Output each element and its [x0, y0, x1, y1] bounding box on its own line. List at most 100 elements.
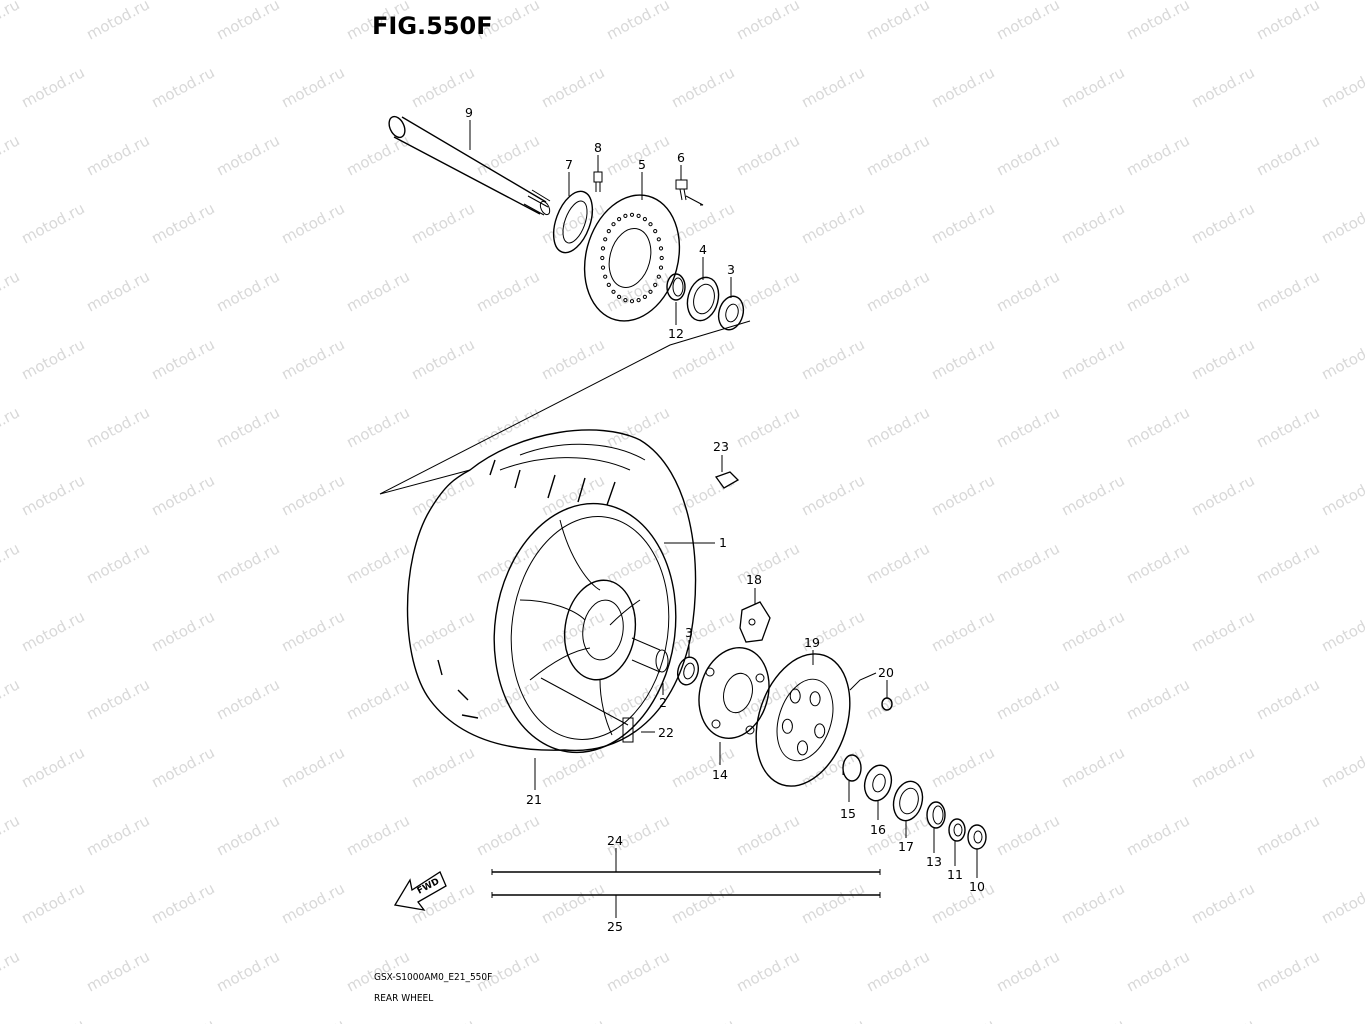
watermark-text: motod.ru	[993, 675, 1062, 723]
watermark-text: motod.ru	[538, 1015, 607, 1024]
disc-hole	[656, 237, 661, 242]
nut-10-part	[967, 824, 987, 850]
watermark-text: motod.ru	[733, 539, 802, 587]
watermark-text: motod.ru	[213, 403, 282, 451]
model-code: GSX-S1000AM0_E21_550F	[374, 972, 493, 983]
watermark-text: motod.ru	[1123, 267, 1192, 315]
disc-hole	[600, 265, 606, 270]
assembly-leader-lines	[379, 195, 877, 691]
disc-hole	[603, 237, 608, 242]
watermark-text: motod.ru	[863, 539, 932, 587]
callout-24: 24	[607, 833, 623, 848]
watermark-text: motod.ru	[83, 267, 152, 315]
watermark-text: motod.ru	[668, 879, 737, 927]
watermark-text: motod.ru	[0, 403, 23, 451]
watermark-text: motod.ru	[343, 131, 412, 179]
watermark-text: motod.ru	[83, 131, 152, 179]
watermark-text: motod.ru	[1058, 607, 1127, 655]
watermark-text: motod.ru	[148, 199, 217, 247]
callout-6: 6	[677, 150, 685, 165]
callout-17: 17	[898, 839, 914, 854]
watermark-text: motod.ru	[473, 539, 542, 587]
watermark-text: motod.ru	[1188, 607, 1257, 655]
watermark-text: motod.ru	[0, 811, 23, 859]
watermark-text: motod.ru	[538, 63, 607, 111]
watermark-text: motod.ru	[928, 335, 997, 383]
watermark-text: motod.ru	[1188, 199, 1257, 247]
disc-hole	[658, 246, 664, 251]
watermark-text: motod.ru	[1058, 471, 1127, 519]
watermark-text: motod.ru	[1123, 131, 1192, 179]
watermark-text: motod.ru	[603, 0, 672, 44]
watermark-text: motod.ru	[863, 947, 932, 995]
watermark-text: motod.ru	[1253, 811, 1322, 859]
watermark-text: motod.ru	[408, 1015, 477, 1024]
callout-18: 18	[746, 572, 762, 587]
watermark-text: motod.ru	[148, 879, 217, 927]
watermark-text: motod.ru	[993, 131, 1062, 179]
callout-leaders	[469, 120, 978, 918]
watermark-text: motod.ru	[18, 1015, 87, 1024]
watermark-text: motod.ru	[343, 811, 412, 859]
watermark-text: motod.ru	[83, 0, 152, 44]
watermark-text: motod.ru	[993, 267, 1062, 315]
watermark-text: motod.ru	[928, 63, 997, 111]
watermark-text: motod.ru	[538, 879, 607, 927]
disc-hole	[653, 282, 658, 287]
watermark-text: motod.ru	[213, 811, 282, 859]
hub-spacer-12-part	[666, 273, 686, 301]
sprocket-hole	[789, 688, 801, 704]
watermark-text: motod.ru	[83, 947, 152, 995]
watermark-text: motod.ru	[1188, 335, 1257, 383]
callout-4: 4	[699, 242, 707, 257]
watermark-text: motod.ru	[928, 879, 997, 927]
watermark-text: motod.ru	[0, 0, 23, 44]
disc-hole	[600, 255, 605, 261]
watermark-text: motod.ru	[1318, 199, 1365, 247]
spacer-13-part	[926, 801, 946, 829]
wheel-rim-part	[493, 502, 677, 754]
watermark-text: motod.ru	[473, 131, 542, 179]
callout-19: 19	[804, 635, 820, 650]
callout-20: 20	[878, 665, 894, 680]
watermark-text: motod.ru	[18, 63, 87, 111]
sprocket-hub-14-part	[698, 647, 770, 739]
disc-hole	[629, 299, 635, 304]
axle-part	[388, 115, 551, 216]
watermark-text: motod.ru	[278, 879, 347, 927]
watermark-text: motod.ru	[1318, 471, 1365, 519]
balancer-24-part	[491, 869, 881, 875]
disc-hole	[658, 265, 664, 270]
callout-16: 16	[870, 822, 886, 837]
callout-9: 9	[465, 105, 473, 120]
watermark-text: motod.ru	[1253, 675, 1322, 723]
watermark-text: motod.ru	[798, 199, 867, 247]
callout-3-lower: 3	[685, 625, 693, 640]
watermark-text: motod.ru	[1188, 743, 1257, 791]
watermark-text: motod.ru	[1058, 743, 1127, 791]
callout-3-upper: 3	[727, 262, 735, 277]
watermark-text: motod.ru	[928, 471, 997, 519]
watermark-text: motod.ru	[148, 471, 217, 519]
watermark-text: motod.ru	[0, 267, 23, 315]
callout-8: 8	[594, 140, 602, 155]
watermark-text: motod.ru	[1318, 743, 1365, 791]
watermark-text: motod.ru	[928, 743, 997, 791]
watermark-text: motod.ru	[603, 267, 672, 315]
watermark-text: motod.ru	[993, 403, 1062, 451]
watermark-text: motod.ru	[863, 403, 932, 451]
watermark-text: motod.ru	[408, 335, 477, 383]
callout-22: 22	[658, 725, 674, 740]
watermark-text: motod.ru	[473, 267, 542, 315]
watermark-text: motod.ru	[83, 675, 152, 723]
watermark-text: motod.ru	[18, 879, 87, 927]
watermark-text: motod.ru	[1058, 335, 1127, 383]
disc-hole	[636, 213, 641, 218]
watermark-text: motod.ru	[278, 1015, 347, 1024]
callout-2: 2	[659, 695, 667, 710]
watermark-text: motod.ru	[733, 0, 802, 44]
watermark-text: motod.ru	[148, 607, 217, 655]
watermark-text: motod.ru	[408, 471, 477, 519]
watermark-text: motod.ru	[993, 0, 1062, 44]
